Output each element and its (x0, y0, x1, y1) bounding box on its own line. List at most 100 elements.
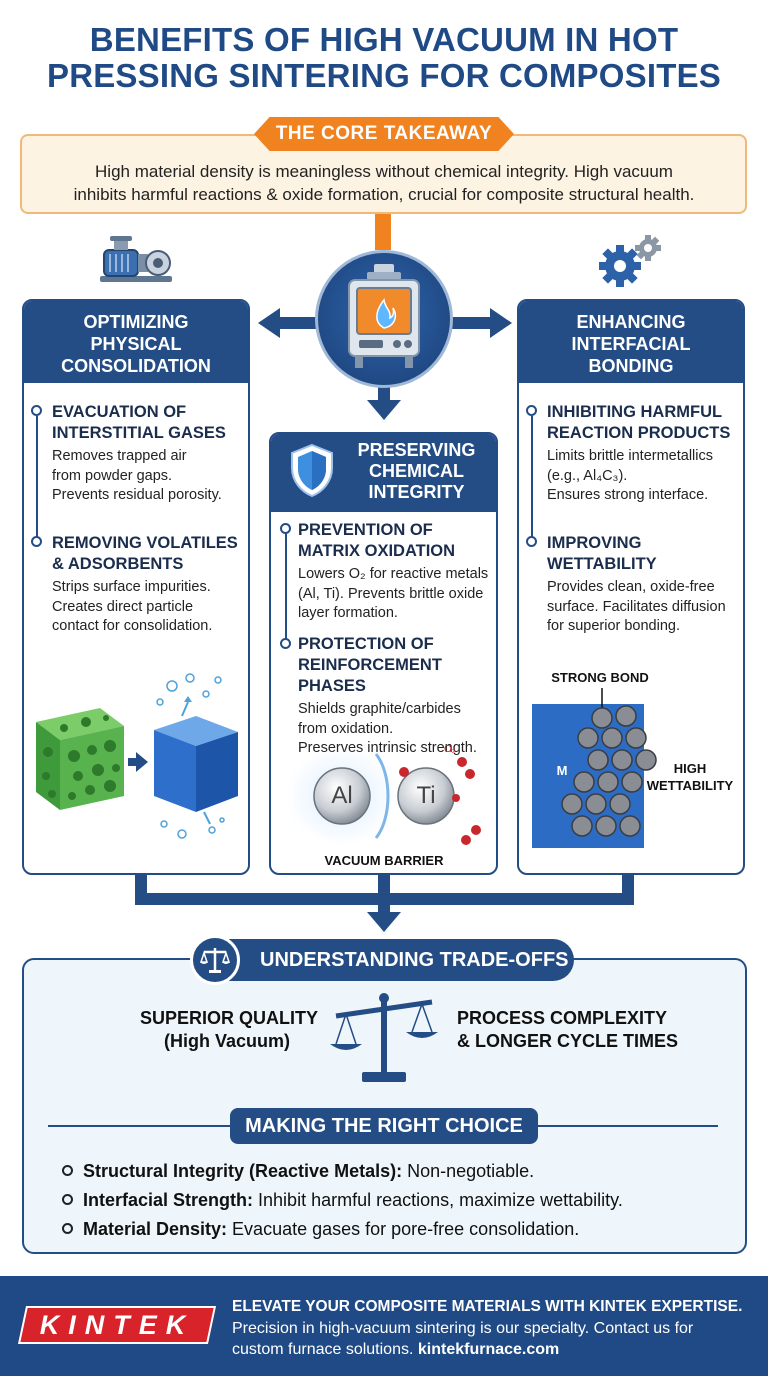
item-inhibiting: INHIBITING HARMFUL REACTION PRODUCTS Lim… (547, 402, 743, 506)
item-heading: INHIBITING HARMFUL REACTION PRODUCTS (547, 402, 743, 444)
title-line: CHEMICAL (369, 461, 464, 481)
choice-row-label: Interfacial Strength: (83, 1190, 254, 1210)
choice-row-label: Material Density: (83, 1219, 228, 1239)
item-reinforcement-phases: PROTECTION OF REINFORCEMENT PHASES Shiel… (298, 634, 496, 759)
heading-line: IMPROVING (547, 534, 642, 552)
furnace-icon (348, 264, 420, 368)
heading-line: MATRIX OXIDATION (298, 542, 456, 560)
page-title: BENEFITS OF HIGH VACUUM IN HOT PRESSING … (0, 22, 768, 94)
metal-al-label: Al (331, 782, 353, 809)
tradeoff-complexity: PROCESS COMPLEXITY & LONGER CYCLE TIMES (457, 1007, 727, 1053)
heading-line: EVACUATION OF (52, 403, 187, 421)
label-line: WETTABILITY (646, 778, 734, 793)
kintek-logo-text: KINTEK (39, 1310, 195, 1340)
bullet-ring (526, 405, 537, 416)
arrow-down-shaft (378, 386, 390, 402)
tradeoff-quality: SUPERIOR QUALITY (High Vacuum) (126, 1007, 386, 1053)
item-heading: PROTECTION OF REINFORCEMENT PHASES (298, 634, 496, 697)
balance-scale-illustration (330, 993, 438, 1082)
desc-line: Strips surface impurities. (52, 579, 211, 595)
desc-line: Lowers O₂ for reactive metals (298, 566, 489, 582)
takeaway-line-1: High material density is meaningless wit… (95, 162, 673, 181)
panel-interfacial-bonding-title: ENHANCING INTERFACIAL BONDING (519, 301, 743, 383)
choice-title: MAKING THE RIGHT CHOICE (230, 1108, 538, 1144)
desc-line: Removes trapped air (52, 448, 187, 464)
heading-line: & ADSORBENTS (52, 555, 184, 573)
item-matrix-oxidation: PREVENTION OF MATRIX OXIDATION Lowers O₂… (298, 520, 496, 624)
desc-line: surface. Facilitates diffusion (547, 598, 726, 615)
title-line: PHYSICAL (90, 334, 182, 354)
title-line: BONDING (588, 356, 674, 376)
item-description: Removes trapped air from powder gaps. Pr… (52, 447, 247, 506)
choice-row: Structural Integrity (Reactive Metals): … (62, 1160, 534, 1182)
item-description: Lowers O₂ for reactive metals (Al, Ti). … (298, 565, 496, 624)
wettability-illustration (532, 688, 657, 848)
choice-row-text: Inhibit harmful reactions, maximize wett… (253, 1190, 623, 1210)
bullet-ring (31, 405, 42, 416)
item-evacuation: EVACUATION OF INTERSTITIAL GASES Removes… (52, 402, 247, 506)
panel-physical-consolidation-title: OPTIMIZING PHYSICAL CONSOLIDATION (24, 301, 248, 383)
strong-bond-label: STRONG BOND (551, 670, 649, 685)
connector-stem (378, 893, 390, 915)
bullet-ring (280, 638, 291, 649)
heading-line: PROTECTION OF (298, 635, 434, 653)
desc-line: Creates direct particle (52, 598, 194, 615)
desc-line: from powder gaps. (52, 467, 173, 484)
desc-line: Provides clean, oxide-free (547, 579, 715, 595)
consolidation-illustration (36, 673, 238, 839)
heading-line: WETTABILITY (547, 555, 657, 573)
panel-chemical-integrity: PRESERVING CHEMICAL INTEGRITY (269, 432, 498, 875)
takeaway-connector (375, 214, 391, 250)
arrow-right-head (490, 308, 512, 338)
item-heading: EVACUATION OF INTERSTITIAL GASES (52, 402, 247, 444)
bullet-ring (31, 536, 42, 547)
desc-line: Ensures strong interface. (547, 487, 709, 503)
desc-line: Shields graphite/carbides (298, 701, 461, 717)
item-heading: PREVENTION OF MATRIX OXIDATION (298, 520, 496, 562)
footer-line-2-prefix: custom furnace solutions. (232, 1341, 418, 1358)
footer-website-link[interactable]: kintekfurnace.com (417, 1341, 560, 1358)
title-line: PRESERVING (357, 440, 476, 460)
arrow-left-shaft (278, 317, 318, 329)
high-wettability-label: HIGH WETTABILITY (640, 760, 740, 794)
choice-row: Material Density: Evacuate gases for por… (62, 1218, 579, 1240)
bullet-ring (62, 1165, 73, 1176)
arrow-down-head (367, 400, 401, 420)
desc-line: for superior bonding. (547, 618, 680, 634)
item-heading: IMPROVING WETTABILITY (547, 533, 743, 575)
panel-physical-consolidation: OPTIMIZING PHYSICAL CONSOLIDATION (22, 299, 250, 875)
title-line: CONSOLIDATION (61, 356, 211, 376)
heading-line: INHIBITING HARMFUL (547, 403, 723, 421)
desc-line: (e.g., Al₄C₃). (547, 467, 628, 484)
choice-row-label: Structural Integrity (Reactive Metals): (83, 1161, 403, 1181)
bullet-ring (62, 1194, 73, 1205)
balance-scale-icon (199, 948, 231, 973)
arrow-right-shaft (452, 317, 492, 329)
tradeoffs-title: UNDERSTANDING TRADE-OFFS (198, 939, 574, 981)
title-line-2: PRESSING SINTERING FOR COMPOSITES (46, 57, 721, 94)
bullet-ring (526, 536, 537, 547)
choice-row-text: Evacuate gases for pore-free consolidati… (227, 1219, 580, 1239)
heading-line: REACTION PRODUCTS (547, 424, 731, 442)
bullet-ring (62, 1223, 73, 1234)
tradeoff-line: SUPERIOR QUALITY (140, 1008, 319, 1028)
item-description: Strips surface impurities. Creates direc… (52, 578, 247, 637)
item-wettability: IMPROVING WETTABILITY Provides clean, ox… (547, 533, 743, 637)
title-line: ENHANCING (576, 312, 686, 332)
arrow-left-head (258, 308, 280, 338)
desc-line: Prevents residual porosity. (52, 487, 222, 503)
desc-line: contact for consolidation. (52, 618, 213, 634)
tradeoff-line: & LONGER CYCLE TIMES (457, 1031, 679, 1051)
heading-line: INTERSTITIAL GASES (52, 424, 226, 442)
desc-line: from oxidation. (298, 720, 394, 737)
vacuum-barrier-illustration (286, 746, 481, 846)
timeline-line (36, 416, 38, 542)
footer-description: Precision in high-vacuum sintering is ou… (232, 1318, 762, 1360)
item-heading: REMOVING VOLATILES & ADSORBENTS (52, 533, 247, 575)
connector-arrow-head (367, 912, 401, 932)
item-description: Limits brittle intermetallics (e.g., Al₄… (547, 447, 743, 506)
title-line: INTEGRITY (368, 482, 465, 502)
heading-line: PREVENTION OF (298, 521, 433, 539)
title-line: OPTIMIZING (83, 312, 189, 332)
metal-ti-label: Ti (416, 782, 436, 809)
